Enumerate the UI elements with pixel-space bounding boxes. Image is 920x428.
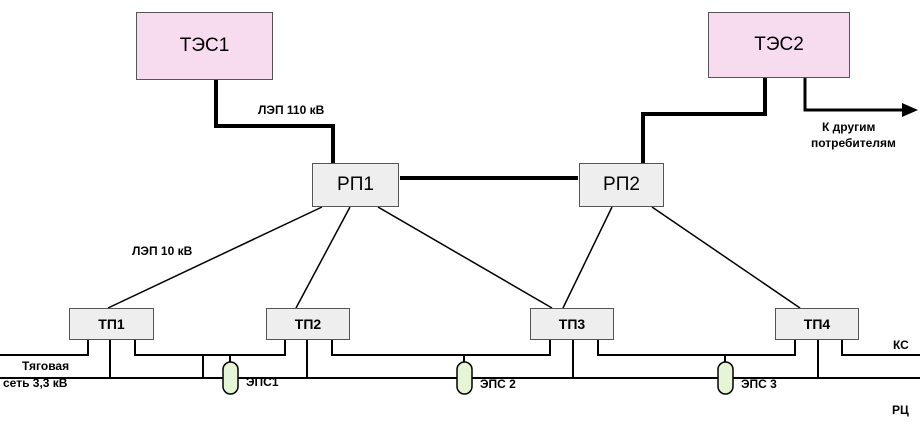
lep110-label: ЛЭП 110 кВ	[258, 103, 325, 117]
rc-label: РЦ	[892, 403, 909, 417]
rp2-label: РП2	[603, 174, 640, 195]
eps2-label: ЭПС 2	[480, 377, 516, 391]
eps2-icon	[456, 361, 473, 395]
rp1-label: РП1	[337, 174, 374, 195]
tes1-label: ТЭС1	[179, 35, 230, 56]
tp2-node: ТП2	[266, 308, 350, 340]
tp2-label: ТП2	[294, 316, 322, 332]
lines-10kv	[107, 206, 801, 309]
lep10-label: ЛЭП 10 кВ	[132, 244, 193, 258]
line-110kv-tes1-rp1	[214, 80, 335, 163]
line-tes2-other-consumers	[803, 78, 905, 112]
tes1-node: ТЭС1	[136, 12, 273, 80]
arrow-head-icon	[902, 103, 918, 117]
other-consumers-label-1: К другим	[822, 120, 876, 134]
eps3-icon	[717, 361, 734, 395]
tp4-label: ТП4	[803, 316, 831, 332]
eps1-label: ЭПС1	[246, 375, 279, 389]
tp3-node: ТП3	[530, 308, 614, 340]
eps3-label: ЭПС 3	[741, 377, 777, 391]
tp3-label: ТП3	[558, 316, 586, 332]
eps1-icon	[222, 361, 239, 395]
ks-label: КС	[893, 338, 909, 352]
line-110kv-tes2-rp2	[641, 78, 767, 163]
tp1-node: ТП1	[69, 308, 154, 340]
tp1-label: ТП1	[98, 316, 125, 332]
tp4-node: ТП4	[775, 308, 859, 340]
traction-label-2: сеть 3,3 кВ	[3, 376, 68, 390]
rp1-node: РП1	[312, 163, 399, 207]
tes2-label: ТЭС2	[754, 34, 804, 55]
traction-label-1: Тяговая	[22, 359, 70, 373]
tes2-node: ТЭС2	[708, 12, 850, 78]
other-consumers-label-2: потребителям	[811, 136, 896, 150]
rp2-node: РП2	[579, 163, 664, 207]
